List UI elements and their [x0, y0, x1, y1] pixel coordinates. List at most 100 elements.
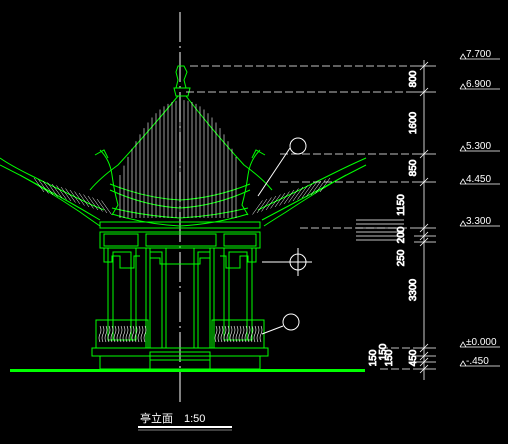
bench-hatch-stroke — [143, 325, 147, 343]
bench-hatch-stroke — [131, 325, 135, 343]
rafter-line — [265, 195, 277, 211]
elevation-label: 7.700 — [466, 49, 491, 60]
rafter-line — [69, 189, 81, 205]
bench-hatch-stroke — [119, 325, 123, 343]
rafter-lines-left — [33, 177, 112, 215]
bench-hatch-stroke — [134, 325, 138, 343]
elevation-mark: 3.300 — [459, 216, 500, 227]
dimension-label: 850 — [408, 159, 419, 176]
rafter-line — [87, 195, 99, 211]
rafter-line — [256, 198, 268, 214]
bench-hatch-stroke — [247, 325, 251, 343]
rafter-line — [96, 198, 108, 214]
rafter-line — [92, 197, 103, 212]
bench-hatch-stroke — [238, 325, 242, 343]
elevation-label: 4.450 — [466, 174, 491, 185]
bench-hatch-stroke — [122, 325, 126, 343]
rafter-line — [292, 186, 304, 202]
elevation-label: ±0.000 — [466, 337, 497, 348]
ground-line — [10, 369, 365, 372]
bench-hatch-stroke — [244, 325, 248, 343]
beam-frame — [99, 221, 261, 269]
dimension-label: 1150 — [396, 194, 407, 216]
rafter-line — [274, 192, 286, 208]
bench-hatch-stroke — [113, 325, 117, 343]
rafter-line — [51, 183, 63, 199]
rafter-line — [65, 188, 76, 203]
rafter-line — [306, 182, 317, 197]
bench-hatch-stroke — [107, 325, 111, 343]
rafter-line — [270, 194, 281, 209]
rafter-line — [101, 200, 112, 215]
bench-hatch-stroke — [220, 325, 224, 343]
rafter-line — [56, 185, 67, 200]
bench-hatch-stroke — [214, 325, 218, 343]
dimension-label: 3300 — [408, 278, 419, 301]
rafter-line — [310, 180, 322, 196]
roof-tile-lines — [119, 100, 237, 218]
bench-hatch-stroke — [110, 325, 114, 343]
bench-hatch-stroke — [98, 325, 102, 343]
columns — [91, 247, 269, 370]
bench-hatch-stroke — [223, 325, 227, 343]
rafter-line — [78, 192, 90, 208]
elevation-label: 3.300 — [466, 216, 491, 227]
bench-hatch-stroke — [137, 325, 141, 343]
rafter-line — [42, 180, 54, 196]
elevation-mark: ±0.000 — [459, 337, 500, 348]
rafter-line — [283, 189, 295, 205]
elevation-mark: 7.700 — [459, 49, 500, 60]
elevation-mark: 4.450 — [459, 174, 500, 185]
elevation-mark: -.450 — [459, 356, 500, 367]
bench-hatch-stroke — [235, 325, 239, 343]
rafter-line — [60, 186, 72, 202]
dimension-label: 250 — [396, 249, 407, 266]
dimension-label: 150 — [384, 349, 395, 366]
rafter-line — [279, 191, 290, 206]
bench-hatch-stroke — [104, 325, 108, 343]
bench-hatch-stroke — [250, 325, 254, 343]
rafter-line — [297, 185, 308, 200]
elevation-mark: 6.900 — [459, 79, 500, 90]
bench-hatch-stroke — [256, 325, 260, 343]
rafter-line — [38, 179, 49, 194]
bench-hatch-stroke — [116, 325, 120, 343]
bench-hatch-stroke — [226, 325, 230, 343]
bench-hatching — [98, 325, 263, 343]
bench-hatch-stroke — [253, 325, 257, 343]
dimension-label: 800 — [408, 70, 419, 87]
dimension-label: 200 — [396, 226, 407, 243]
rafter-line — [319, 177, 331, 193]
drawing-scale: 1:50 — [184, 413, 205, 425]
rafter-line — [33, 177, 45, 193]
bench-hatch-stroke — [125, 325, 129, 343]
dimension-label: 450 — [408, 349, 419, 366]
bench-hatch-stroke — [128, 325, 132, 343]
rafter-line — [83, 194, 94, 209]
rafter-line — [301, 183, 313, 199]
rafter-line — [47, 182, 58, 197]
rafter-line — [74, 191, 85, 206]
elevation-label: -.450 — [466, 356, 489, 367]
dimension-label: 150 — [368, 349, 379, 366]
pavilion-roof — [0, 65, 367, 227]
bench-hatch-stroke — [140, 325, 144, 343]
rafter-lines-right — [252, 177, 331, 215]
bench-hatch-stroke — [101, 325, 105, 343]
rafter-line — [315, 179, 326, 194]
bench-hatch-stroke — [229, 325, 233, 343]
callouts — [257, 137, 312, 335]
bench-hatch-stroke — [259, 325, 263, 343]
drawing-title: 亭立面 — [140, 411, 173, 425]
dimension-label: 150 — [378, 343, 389, 360]
dimension-label: 1600 — [408, 111, 419, 134]
elevation-label: 5.300 — [466, 141, 491, 152]
bench-hatch-stroke — [241, 325, 245, 343]
bench-hatch-stroke — [232, 325, 236, 343]
drawing-title-block: 亭立面 1:50 — [138, 411, 232, 431]
bench-hatch-stroke — [217, 325, 221, 343]
elevation-label: 6.900 — [466, 79, 491, 90]
